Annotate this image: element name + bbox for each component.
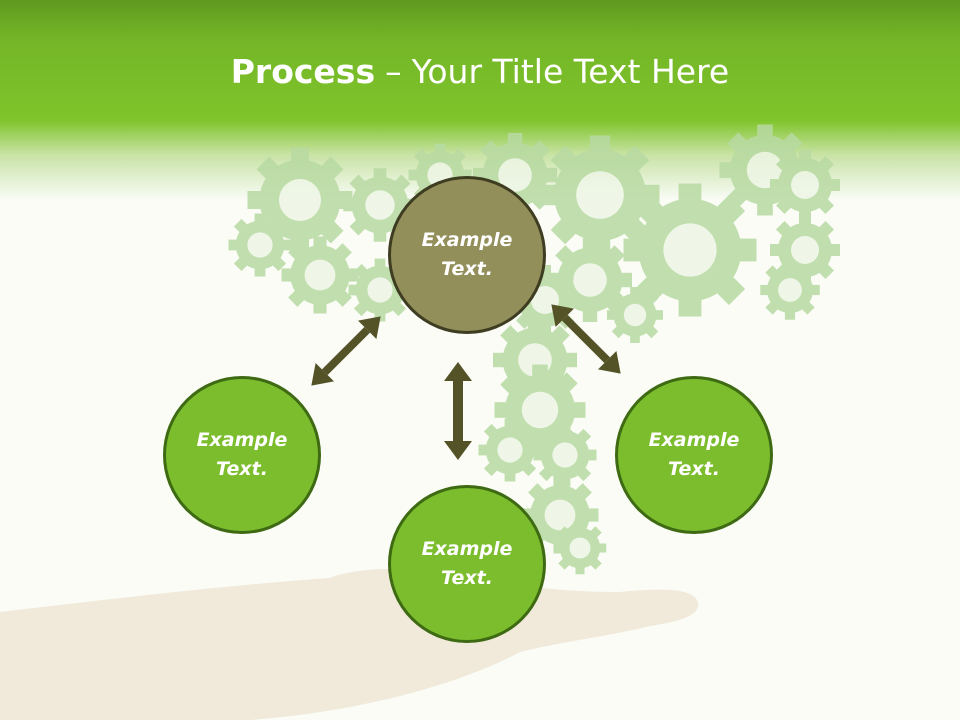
- double-arrow-icon: [551, 304, 621, 374]
- gear-icon: [607, 287, 663, 343]
- double-arrow-icon: [311, 316, 381, 386]
- title-rest: Your Title Text Here: [411, 52, 730, 91]
- slide-title: Process–Your Title Text Here: [0, 52, 960, 91]
- node-left: Example Text.: [163, 376, 321, 534]
- connector-arrows: [311, 304, 621, 460]
- node-bottom-label: Example Text.: [421, 538, 513, 589]
- node-top: Example Text.: [388, 176, 546, 334]
- gear-icon: [281, 236, 359, 314]
- gear-icon: [228, 213, 292, 277]
- node-right-label: Example Text.: [648, 429, 740, 480]
- double-arrow-icon: [444, 362, 472, 460]
- title-bold: Process: [230, 52, 376, 91]
- gear-icon: [553, 521, 607, 575]
- node-top-label: Example Text.: [421, 229, 513, 280]
- node-bottom: Example Text.: [388, 485, 546, 643]
- node-left-label: Example Text.: [196, 429, 288, 480]
- gear-icon: [478, 418, 542, 482]
- title-separator: –: [385, 52, 402, 91]
- node-right: Example Text.: [615, 376, 773, 534]
- gear-icon: [770, 150, 840, 220]
- hand-image: [0, 569, 699, 720]
- gear-icon: [760, 260, 820, 320]
